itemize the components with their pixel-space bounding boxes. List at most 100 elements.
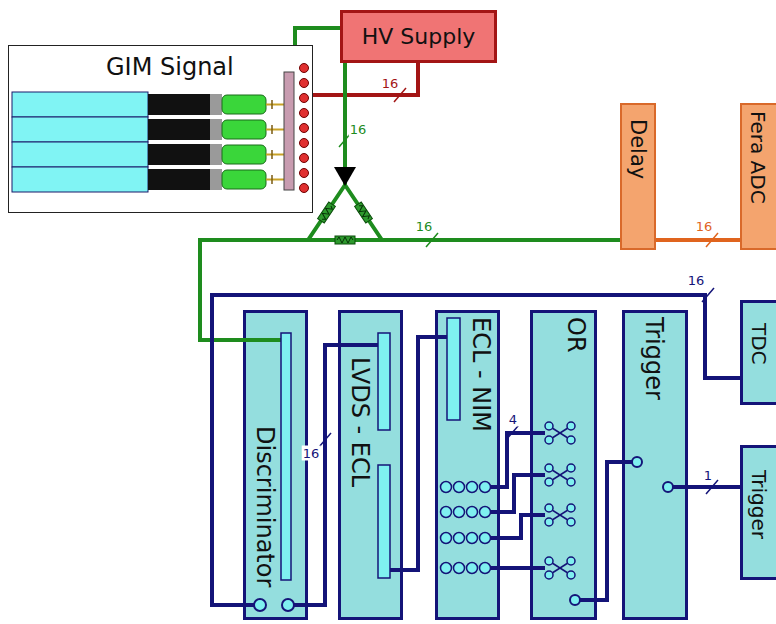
module-label: LVDS - ECL [345,357,373,487]
detector-illustration-part [222,95,266,114]
trigger-ports [622,457,688,492]
delay-module: Delay [620,103,656,250]
signal-splitter-part-part [318,202,336,223]
detector-illustration-part [300,94,309,103]
detector-illustration-part [271,100,273,109]
discriminator-ports-part [282,599,294,611]
label-anchor: 16 [381,73,400,92]
discriminator-ports [243,333,308,611]
detector-illustration-part [300,124,309,133]
or-gate-ports-part-part [545,422,553,430]
bus-width-slash-part [506,426,518,440]
or-gate-ports-part-part [545,504,553,512]
or-gate-ports-part [549,426,571,575]
discriminator-ports-part [243,603,254,607]
detector-illustration-part [210,144,222,165]
module-label: OR [561,317,589,353]
ecl-nim-ports-part-part [441,482,452,493]
or-gate-ports-part-part [567,557,575,565]
or-gate-ports-part [570,595,580,605]
or-gate-ports-part-part [545,478,553,486]
label-anchor: 16 [687,270,706,289]
label-anchor: 16 [695,216,714,235]
signal-wire [597,462,622,600]
trigger-ports-part [663,482,673,492]
ecl-nim-ports-part-part [480,507,491,518]
detector-illustration-part [271,125,273,134]
trigger-ports-part [632,457,642,467]
or-gate-ports-part-part [545,557,553,565]
label-anchor: 16 [415,216,434,235]
detector-illustration-part [271,175,273,184]
or-gate-ports-part-part [567,422,575,430]
detector-illustration-part [210,119,222,140]
trigger-ports-part [622,460,632,464]
signal-splitter-part-part [355,202,373,223]
discriminator-module: Discriminator [243,310,308,620]
ecl-nim-ports-part-part [454,533,465,544]
module-label: Fera ADC [746,111,769,204]
label-anchor: 1 [703,465,713,484]
logic-or-module: OR [530,310,597,620]
signal-splitter-part [335,236,355,244]
ecl-nim-ports-part [435,335,448,339]
module-label: ECL - NIM [466,317,494,432]
signal-splitter-part [318,202,336,223]
ecl-nim-ports-part-part [467,563,478,574]
detector-illustration-part [300,154,309,163]
signal-splitter-part [334,167,356,186]
ecl-nim-ports-part [441,482,491,574]
or-gate-ports-part-part [545,571,553,579]
ecl-nim-ports-part-part [441,533,452,544]
ecl-nim-ports-part-part [467,533,478,544]
bus-width-number: 16 [302,446,321,461]
or-gate-ports-part-part [567,571,575,579]
adc-module: Fera ADC [740,103,776,250]
detector-illustration-part [222,170,266,189]
lvds-ecl-ports-part [338,343,379,347]
detector-illustration-part [300,184,309,193]
signal-wire [500,515,530,538]
detector-illustration-part [300,79,309,88]
signal-wire [308,345,338,605]
module-label: TDC [747,323,770,365]
module-label: HV Supply [362,24,476,49]
detector-illustration-part [12,117,148,142]
or-gate-ports-part-part [545,518,553,526]
or-gate-ports-part-part [567,504,575,512]
bus-width-slash-part [426,233,438,247]
lvds-ecl-ports [338,333,403,578]
bus-width-number: 16 [415,219,434,234]
signal-wire [403,337,435,570]
ecl-nim-ports-part-part [454,563,465,574]
detector-illustration-part [148,94,210,115]
detector-illustration-part [210,94,222,115]
detector-illustration-part [148,144,210,165]
ecl-nim-ports-part-part [480,482,491,493]
detector-illustration-part [300,109,309,118]
or-gate-ports-part-part [567,478,575,486]
bus-width-number: 16 [695,219,714,234]
ecl-nim-ports-part-part [467,507,478,518]
or-gate-ports-part [530,513,545,517]
bus-width-number: 16 [687,273,706,288]
signal-splitter-part [355,202,373,223]
label-anchor: 16 [349,119,368,138]
tdc-module: TDC [740,300,776,405]
detector-illustration-part [266,154,284,156]
signal-splitter-part-part [320,204,334,221]
detector-illustration-part [12,167,148,192]
ecl-nim-ports-part-part [441,563,452,574]
detector-illustration-part [12,142,148,167]
ecl-nim-ports-part [447,318,460,420]
trigger-output-box: Trigger [740,445,776,580]
detector-illustration-part [266,179,284,181]
ecl-nim-ports-part-part [480,533,491,544]
module-label: Trigger [639,317,667,400]
lvds-ecl-ports-part [389,568,403,572]
detector-illustration-part [148,169,210,190]
or-gate-ports-part [530,566,545,570]
detector-illustration [12,64,309,193]
module-label: Trigger [747,470,770,539]
or-gate-ports-part-part [567,464,575,472]
